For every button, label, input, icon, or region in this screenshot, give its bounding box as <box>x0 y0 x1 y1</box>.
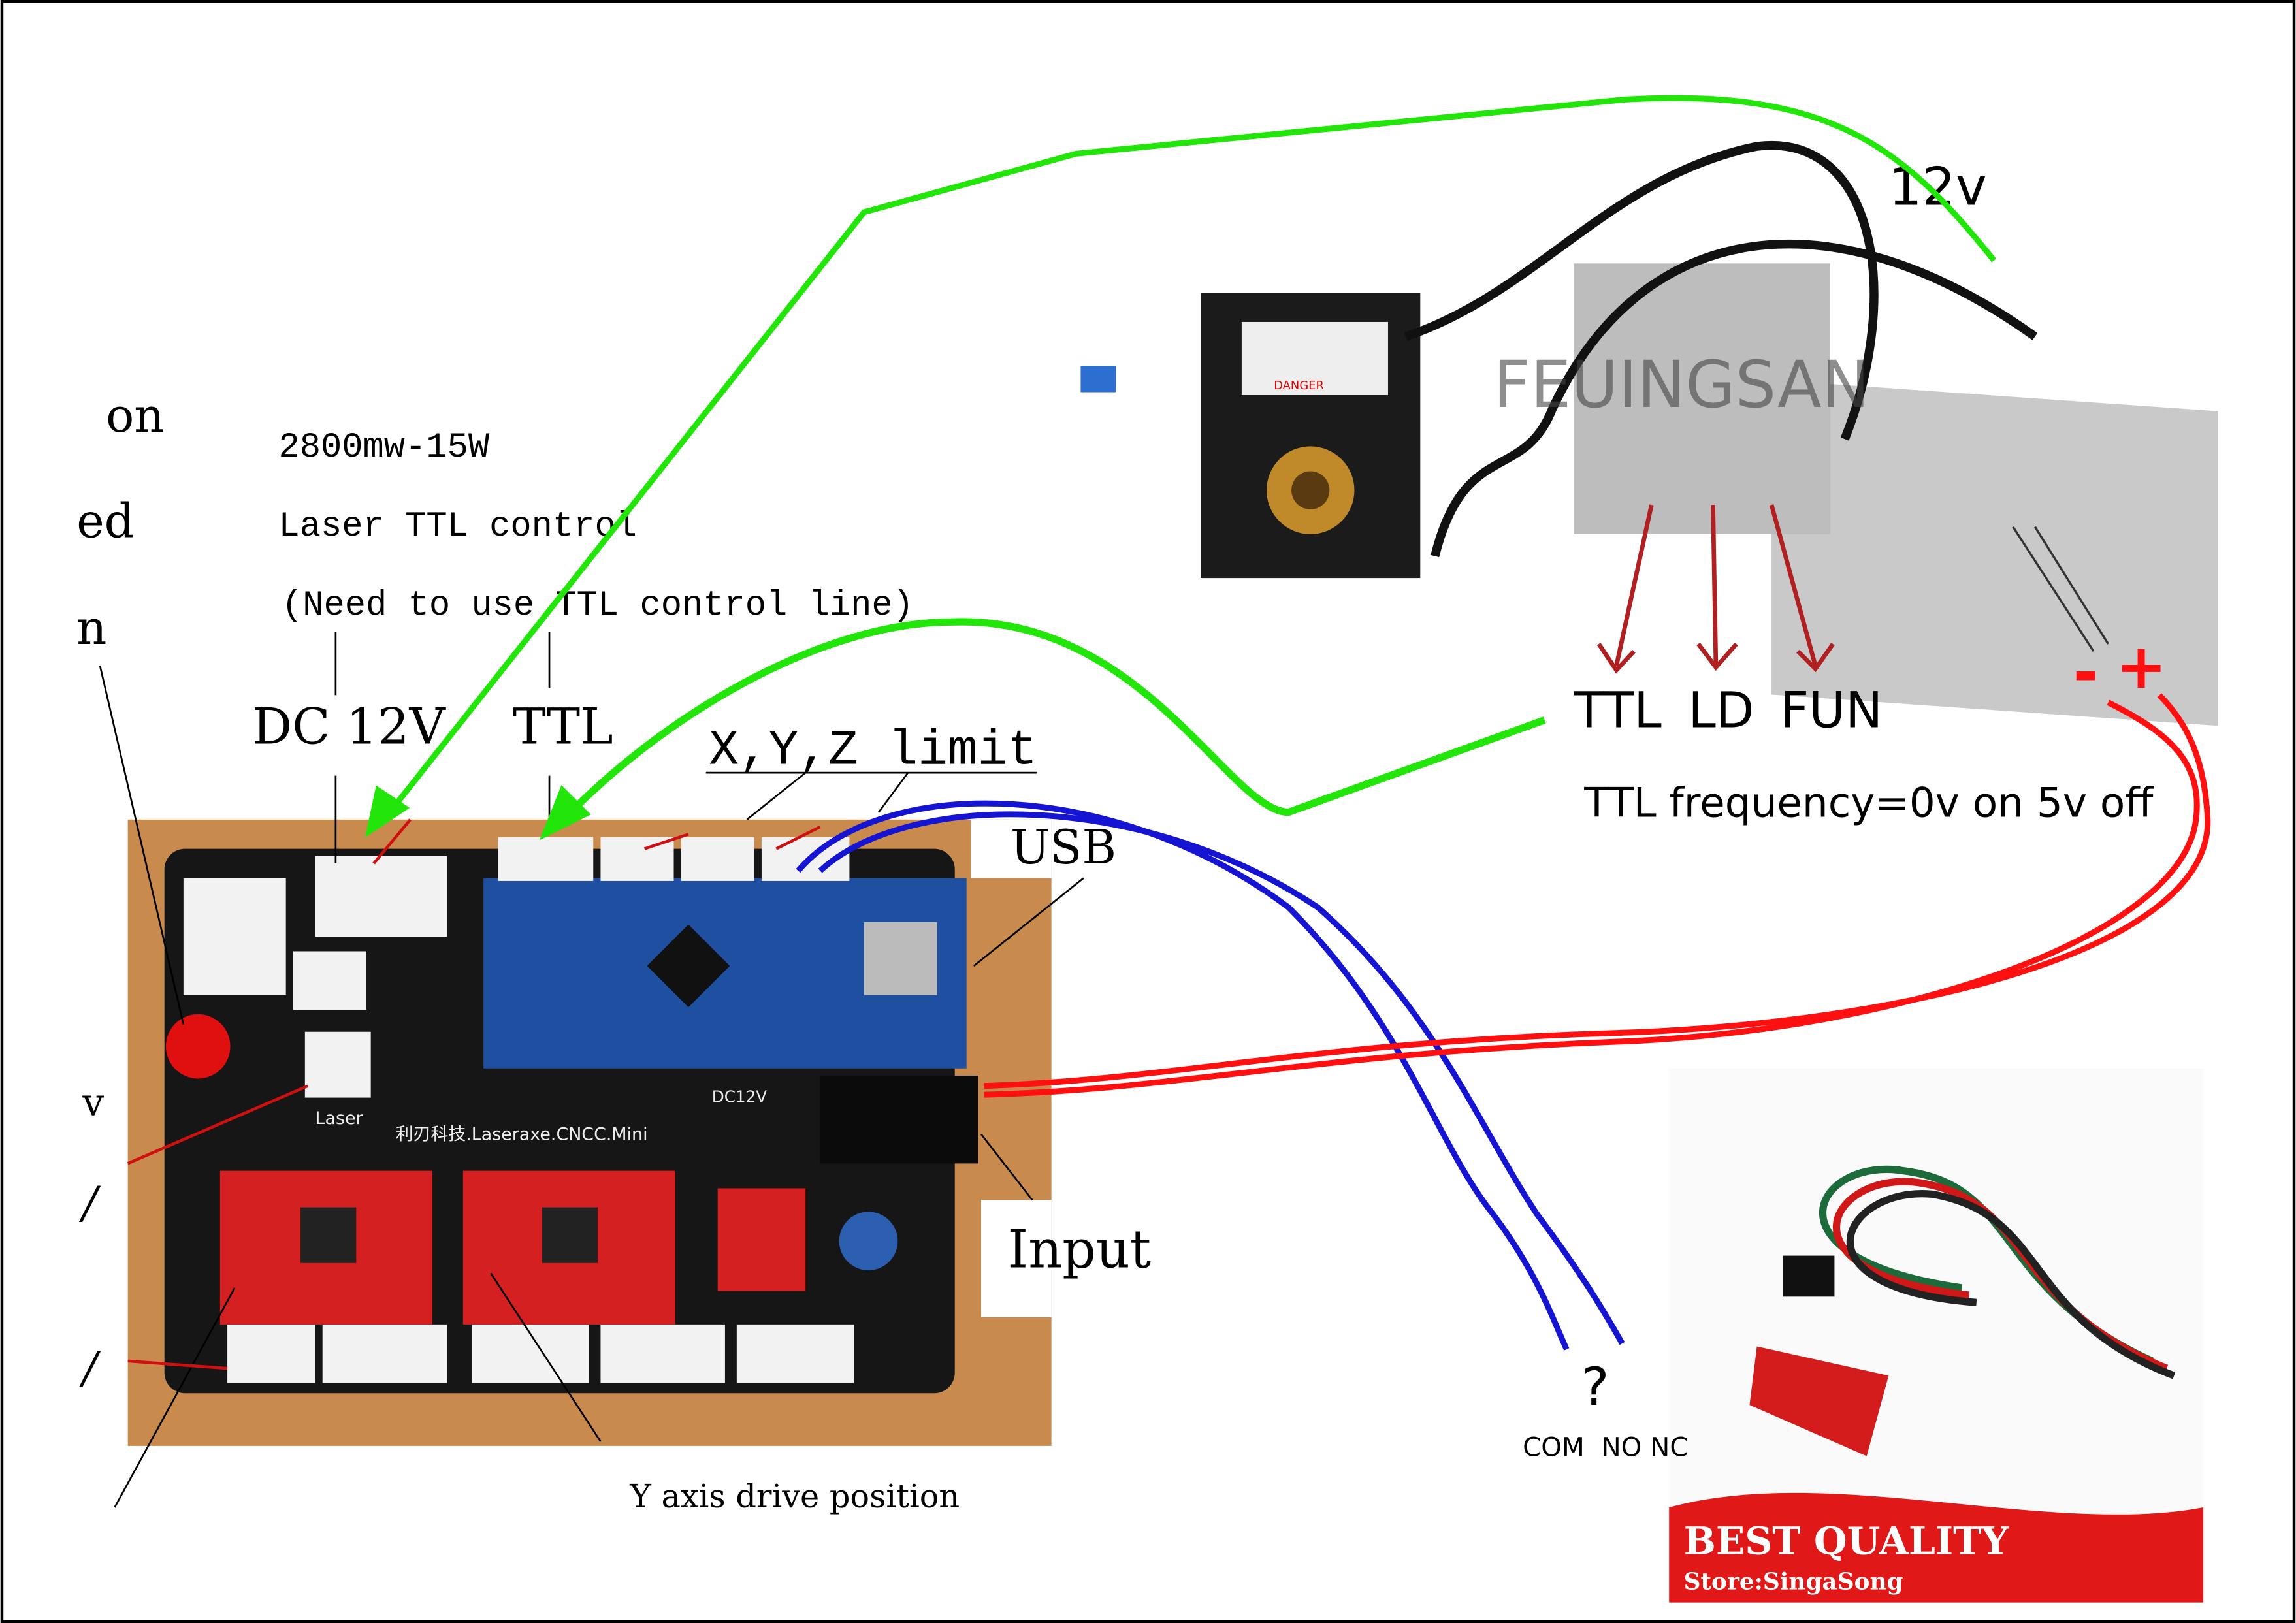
cut-label-2: ed <box>76 493 134 548</box>
red-pointer-lines <box>127 818 821 1370</box>
usb-wire-1 <box>796 800 1570 1351</box>
limit-switch-board <box>1749 1346 1889 1456</box>
usb-label: USB <box>1011 820 1116 875</box>
cut-label-3: n <box>76 600 106 655</box>
leader-lines <box>99 632 1084 1508</box>
laser-psu-photo: DANGER FEUINGSAN 12v <box>1080 140 2218 726</box>
usb-wire-2 <box>818 811 1625 1345</box>
laser-port-label: Laser <box>315 1108 364 1129</box>
ttl-label: TTL <box>513 697 613 755</box>
pin-ttl: TTL <box>1574 681 1662 739</box>
limit-switch-photo: BEST QUALITY Store:SingaSong <box>1669 1068 2204 1603</box>
arrowhead-ttl <box>539 785 591 841</box>
board-dc-label: DC12V <box>712 1087 767 1106</box>
pin-arrows <box>1596 504 2109 674</box>
laser-ttl-label: Laser TTL control <box>278 507 637 547</box>
pin-fun: FUN <box>1781 681 1883 739</box>
xyz-limit-label: X,Y,Z limit <box>709 723 1037 779</box>
ttl-note-label: (Need to use TTL control line) <box>282 586 914 626</box>
ttl-frequency-note: TTL frequency=0v on 5v off <box>1583 779 2154 826</box>
board-brand: 利刃科技.Laseraxe.CNCC.Mini <box>396 1125 648 1145</box>
pin-ld: LD <box>1688 681 1754 739</box>
question-mark: ? <box>1581 1357 1609 1418</box>
danger-label: DANGER <box>1274 379 1324 393</box>
quality-banner <box>1669 1492 2204 1603</box>
arrowhead-dc12v <box>364 785 410 838</box>
power-wire-minus <box>984 699 2200 1098</box>
cut-label-4: v <box>82 1080 104 1124</box>
controller-board-photo: Laser 利刃科技.Laseraxe.CNCC.Mini DC12V <box>127 819 1052 1446</box>
watermark: FEUINGSAN <box>1493 347 1869 423</box>
limit-switch-pins: COM NO NC <box>1523 1432 1688 1463</box>
power-wire-plus <box>984 693 2211 1089</box>
ttl-wire-power <box>381 95 1997 822</box>
polarity-plus: + <box>2116 632 2167 703</box>
input-label: Input <box>1007 1219 1151 1280</box>
banner-store: Store:SingaSong <box>1684 1567 1903 1595</box>
stray-mark <box>1080 366 1116 393</box>
dc12v-label: DC 12V <box>252 697 446 755</box>
laser-power-label: 2800mw-15W <box>278 428 489 468</box>
bottom-cut-label: Y axis drive position <box>629 1477 960 1515</box>
cut-label-1: on <box>106 388 164 443</box>
polarity-minus: - <box>2073 637 2099 709</box>
banner-title: BEST QUALITY <box>1684 1519 2010 1564</box>
ttl-signal-wire <box>554 618 1546 829</box>
